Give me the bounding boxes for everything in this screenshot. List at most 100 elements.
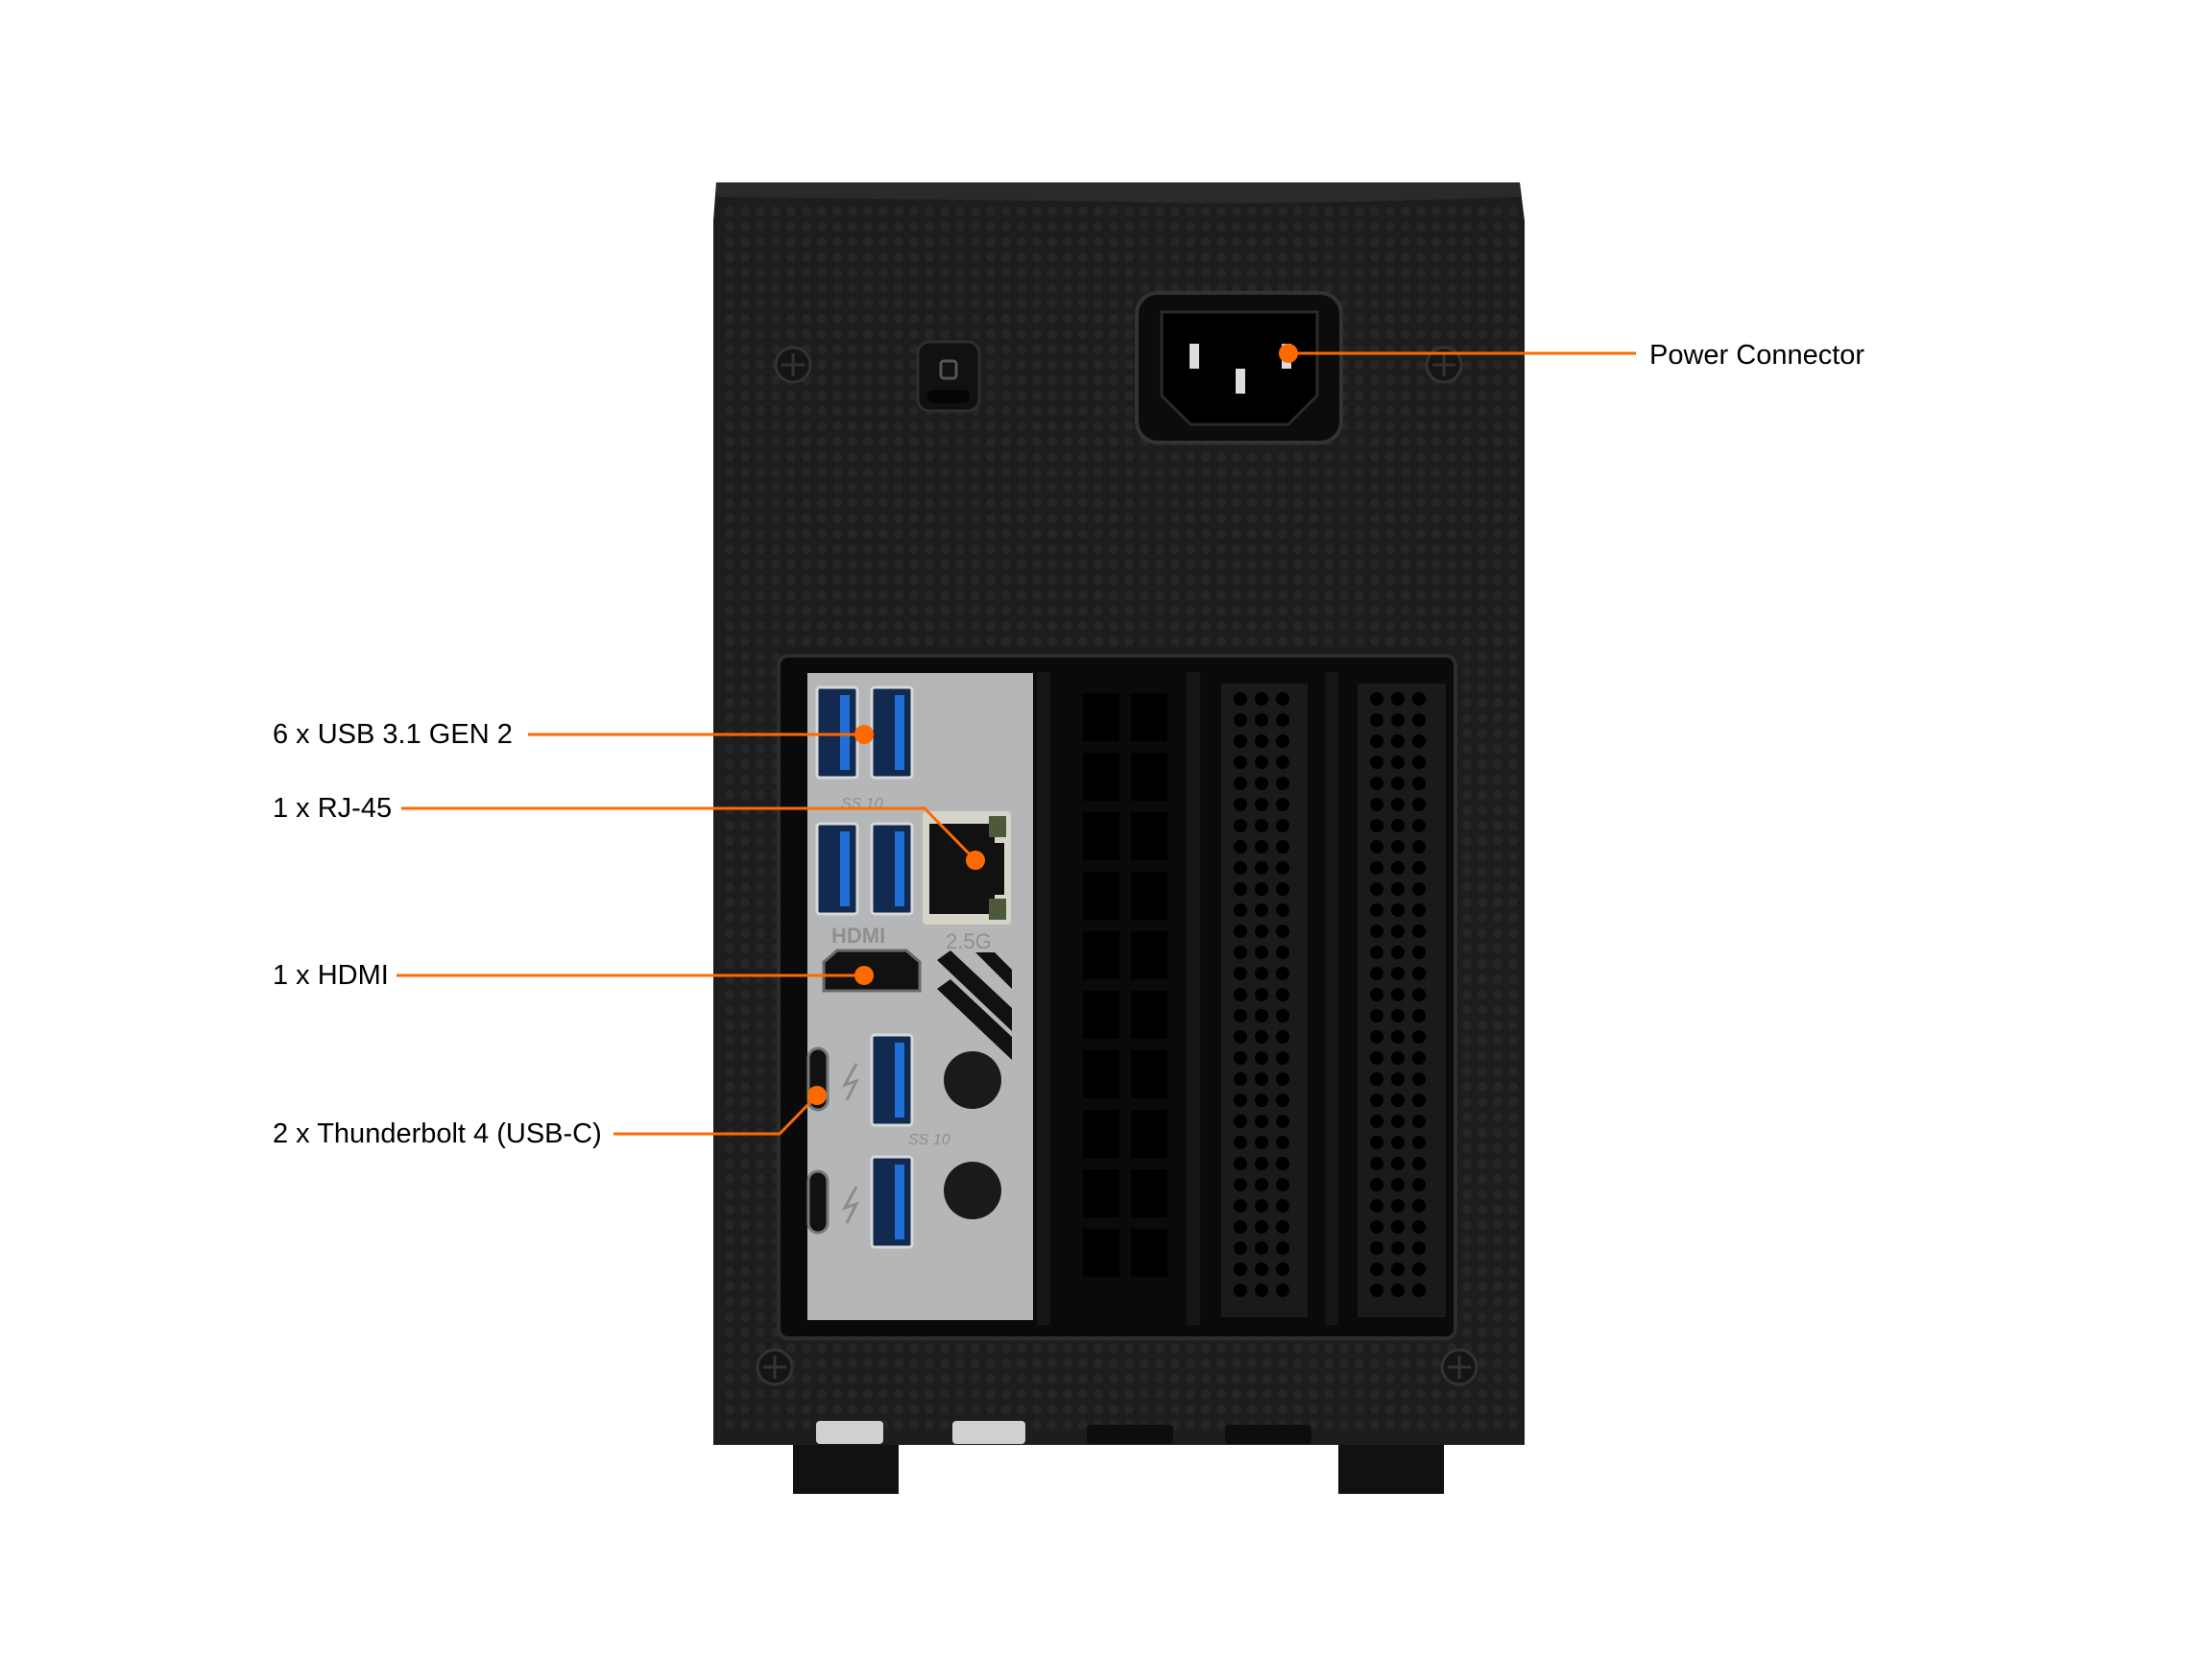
texture-cell bbox=[1078, 529, 1088, 539]
texture-cell bbox=[1416, 1420, 1426, 1430]
texture-cell bbox=[1508, 759, 1518, 769]
perforation-hole bbox=[1255, 903, 1268, 917]
texture-cell bbox=[863, 529, 873, 539]
texture-cell bbox=[817, 575, 827, 585]
texture-cell bbox=[725, 606, 734, 615]
texture-cell bbox=[878, 621, 888, 631]
texture-cell bbox=[1109, 575, 1118, 585]
texture-cell bbox=[725, 468, 734, 477]
power-connector bbox=[1135, 291, 1343, 445]
texture-cell bbox=[878, 544, 888, 554]
texture-cell bbox=[1508, 1021, 1518, 1030]
texture-cell bbox=[955, 621, 965, 631]
perforation-hole bbox=[1255, 1284, 1268, 1297]
texture-cell bbox=[1493, 252, 1503, 262]
texture-cell bbox=[740, 1358, 750, 1368]
perforation-hole bbox=[1255, 1115, 1268, 1128]
callout-line-rj45 bbox=[401, 806, 977, 862]
texture-cell bbox=[1001, 575, 1011, 585]
texture-cell bbox=[863, 514, 873, 523]
texture-cell bbox=[1508, 514, 1518, 523]
texture-cell bbox=[925, 575, 934, 585]
texture-cell bbox=[1216, 606, 1226, 615]
texture-cell bbox=[1478, 237, 1487, 247]
texture-cell bbox=[1508, 1113, 1518, 1122]
texture-cell bbox=[1140, 544, 1149, 554]
texture-cell bbox=[1447, 637, 1456, 646]
texture-cell bbox=[925, 1358, 934, 1368]
texture-cell bbox=[1032, 1343, 1042, 1353]
texture-cell bbox=[1462, 498, 1472, 508]
perforation-hole bbox=[1370, 713, 1383, 727]
texture-cell bbox=[1124, 1374, 1134, 1383]
texture-cell bbox=[1140, 1374, 1149, 1383]
texture-cell bbox=[1478, 1174, 1487, 1184]
texture-cell bbox=[1047, 560, 1057, 569]
texture-cell bbox=[986, 514, 996, 523]
texture-cell bbox=[1416, 529, 1426, 539]
texture-cell bbox=[756, 928, 765, 938]
texture-cell bbox=[1324, 1420, 1334, 1430]
texture-cell bbox=[848, 406, 857, 416]
texture-cell bbox=[1047, 299, 1057, 308]
perforation-hole bbox=[1412, 1241, 1426, 1255]
texture-cell bbox=[1078, 252, 1088, 262]
texture-cell bbox=[1478, 759, 1487, 769]
texture-cell bbox=[1493, 421, 1503, 431]
texture-cell bbox=[1385, 329, 1395, 339]
texture-cell bbox=[986, 222, 996, 231]
texture-cell bbox=[725, 1021, 734, 1030]
texture-cell bbox=[1493, 1190, 1503, 1199]
texture-cell bbox=[1462, 391, 1472, 400]
texture-cell bbox=[1001, 206, 1011, 216]
texture-cell bbox=[832, 483, 842, 493]
texture-cell bbox=[1431, 391, 1441, 400]
texture-cell bbox=[1493, 1097, 1503, 1107]
texture-cell bbox=[1462, 1051, 1472, 1061]
texture-cell bbox=[1401, 299, 1410, 308]
texture-cell bbox=[1462, 1005, 1472, 1015]
texture-cell bbox=[1247, 544, 1257, 554]
texture-cell bbox=[878, 329, 888, 339]
texture-cell bbox=[1247, 529, 1257, 539]
texture-cell bbox=[1401, 1343, 1410, 1353]
texture-cell bbox=[817, 1343, 827, 1353]
texture-cell bbox=[1124, 345, 1134, 354]
texture-cell bbox=[1508, 852, 1518, 861]
texture-cell bbox=[1124, 222, 1134, 231]
texture-cell bbox=[1262, 637, 1272, 646]
texture-cell bbox=[955, 575, 965, 585]
texture-cell bbox=[1478, 1051, 1487, 1061]
texture-cell bbox=[817, 206, 827, 216]
texture-cell bbox=[1094, 1389, 1103, 1399]
texture-cell bbox=[1462, 759, 1472, 769]
texture-cell bbox=[1355, 360, 1364, 370]
texture-cell bbox=[1047, 514, 1057, 523]
texture-cell bbox=[1094, 529, 1103, 539]
texture-cell bbox=[1508, 575, 1518, 585]
texture-cell bbox=[1401, 1420, 1410, 1430]
texture-cell bbox=[771, 452, 781, 462]
perforation-hole bbox=[1412, 1136, 1426, 1149]
texture-cell bbox=[1032, 206, 1042, 216]
texture-cell bbox=[1431, 1343, 1441, 1353]
texture-cell bbox=[771, 560, 781, 569]
texture-cell bbox=[1032, 575, 1042, 585]
perforation-hole bbox=[1276, 967, 1289, 980]
texture-cell bbox=[1262, 514, 1272, 523]
texture-cell bbox=[1478, 452, 1487, 462]
texture-cell bbox=[1508, 268, 1518, 277]
texture-cell bbox=[1431, 329, 1441, 339]
texture-cell bbox=[1462, 652, 1472, 661]
texture-cell bbox=[1017, 637, 1026, 646]
texture-cell bbox=[1017, 452, 1026, 462]
texture-cell bbox=[1063, 590, 1072, 600]
texture-cell bbox=[1001, 1358, 1011, 1368]
texture-cell bbox=[1063, 483, 1072, 493]
texture-cell bbox=[1155, 1374, 1165, 1383]
texture-cell bbox=[740, 1190, 750, 1199]
slot-cell bbox=[1131, 991, 1167, 1039]
texture-cell bbox=[1247, 1389, 1257, 1399]
texture-cell bbox=[740, 575, 750, 585]
texture-cell bbox=[1385, 252, 1395, 262]
